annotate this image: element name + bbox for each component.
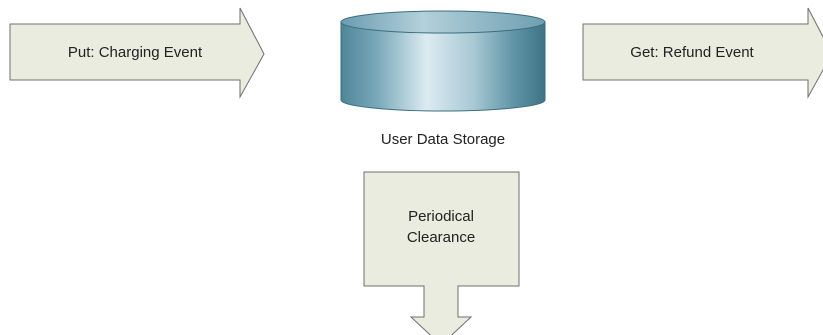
cylinder-body [340, 21, 546, 112]
get-arrow-label: Get: Refund Event [630, 44, 754, 61]
clearance-label-line2: Clearance [407, 229, 475, 246]
put-charging-event-arrow: Put: Charging Event [9, 7, 265, 99]
storage-label: User Data Storage [381, 131, 505, 148]
periodical-clearance-arrow: Periodical Clearance [363, 171, 520, 335]
get-arrow-shape [582, 7, 823, 99]
put-arrow-label: Put: Charging Event [68, 44, 203, 61]
get-refund-event-arrow: Get: Refund Event [582, 7, 823, 99]
clearance-arrow-shape [363, 171, 520, 335]
cylinder-top [340, 10, 546, 34]
clearance-label-line1: Periodical [408, 208, 474, 225]
user-data-storage-cylinder: User Data Storage [340, 10, 546, 148]
put-arrow-shape [9, 7, 265, 99]
